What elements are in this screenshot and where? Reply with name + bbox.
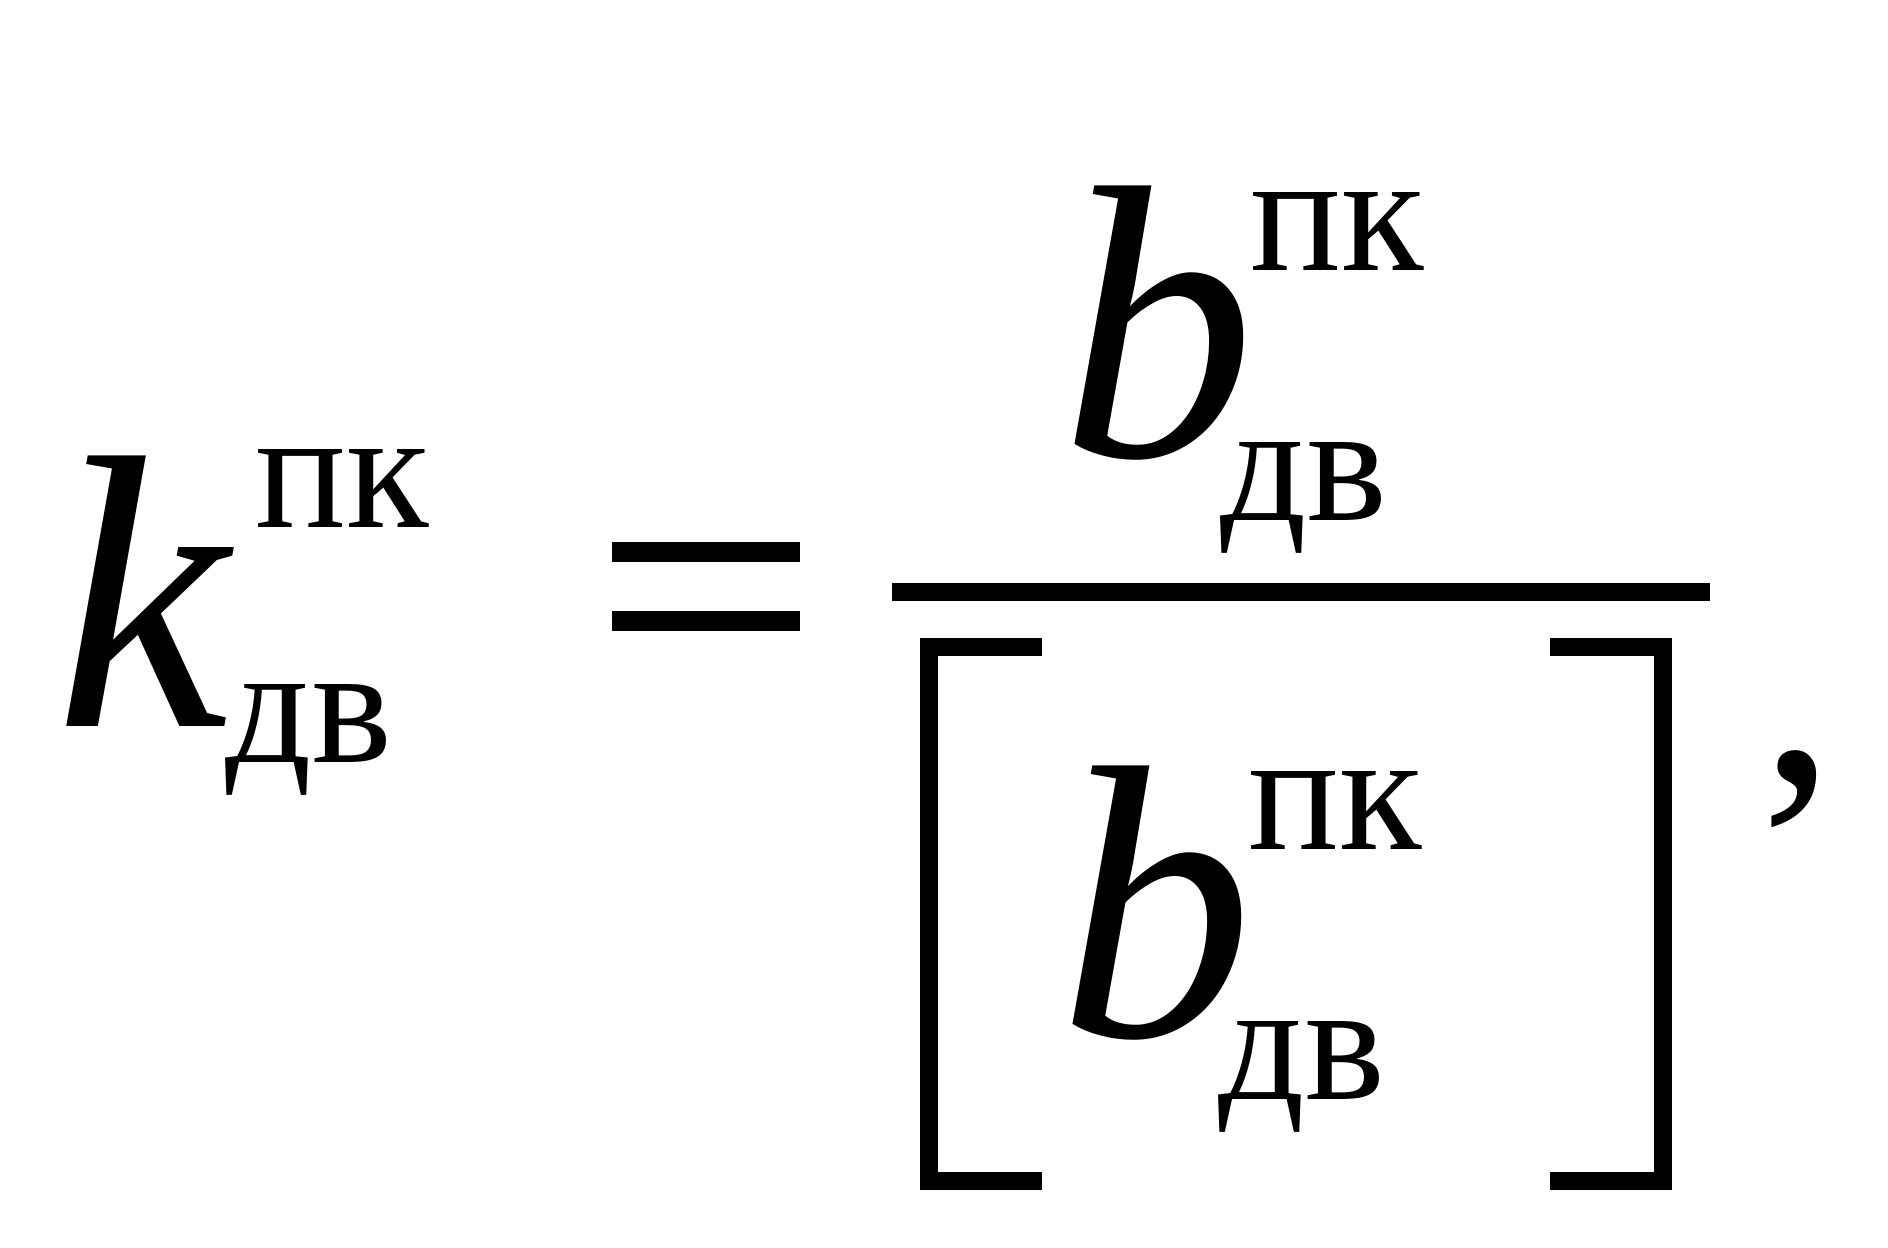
lhs-subscript: дв <box>225 611 392 799</box>
left-bracket-bottom <box>920 1172 1042 1190</box>
equals-sign-bottom-bar <box>612 611 800 631</box>
left-bracket-top <box>920 638 1042 656</box>
right-bracket-vertical <box>1654 638 1672 1190</box>
denominator-superscript: пк <box>1248 698 1422 886</box>
right-bracket-bottom <box>1550 1172 1672 1190</box>
numerator-superscript: пк <box>1250 119 1424 307</box>
right-bracket-top <box>1550 638 1672 656</box>
equals-sign-top-bar <box>612 542 800 562</box>
lhs-base: k <box>55 379 229 811</box>
numerator-base: b <box>1060 109 1255 541</box>
lhs-superscript: пк <box>255 376 429 564</box>
trailing-comma: , <box>1760 514 1835 846</box>
left-bracket-vertical <box>920 638 938 1190</box>
denominator-base: b <box>1058 689 1253 1121</box>
denominator-subscript: дв <box>1218 948 1385 1136</box>
numerator-subscript: дв <box>1220 369 1387 557</box>
fraction-bar <box>892 583 1710 601</box>
